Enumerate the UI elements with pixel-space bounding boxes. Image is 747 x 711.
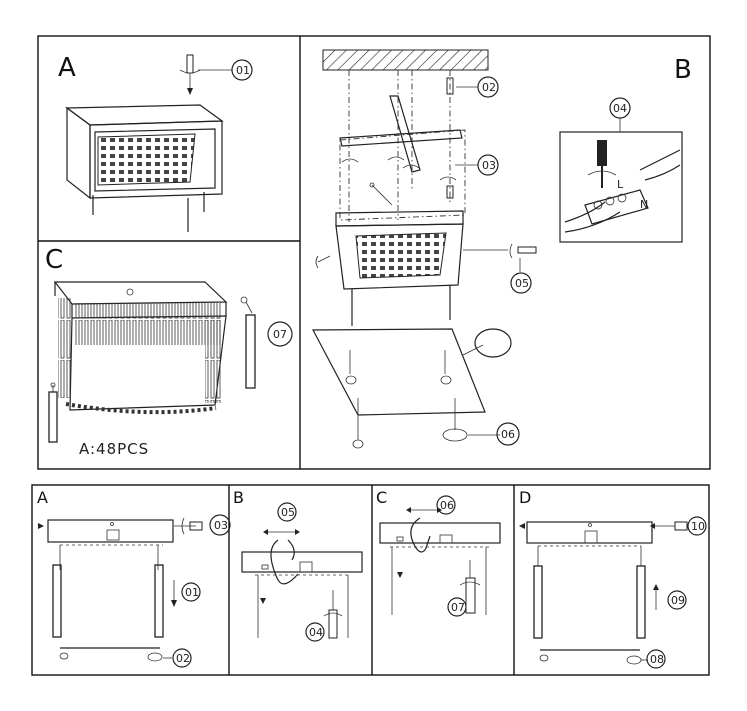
callout-06-circle [436, 495, 456, 515]
zoom-detail [474, 328, 512, 358]
step-c-callout-07: 07 [451, 601, 465, 614]
chandelier-top [53, 281, 228, 305]
ceiling-plate-front [89, 120, 223, 199]
panel-b-letter: B [674, 55, 692, 85]
callout-03-circle [477, 154, 499, 176]
crystal-rod-icon [459, 560, 481, 614]
lamp-body [526, 521, 653, 544]
terminal-label-l: L [617, 178, 624, 191]
screw-icon [341, 156, 457, 199]
callout-02: 02 [482, 81, 496, 94]
steps-section [31, 484, 710, 676]
screw-icon [179, 54, 201, 95]
step-d-letter: D [519, 488, 531, 507]
step-d: D 10 09 08 [519, 488, 707, 669]
callout-06: 06 [501, 428, 515, 441]
crystal-rod-icon [48, 382, 58, 443]
screwdriver-icon [323, 590, 343, 639]
crystal-rods-left [58, 298, 72, 398]
anchor-icon [446, 77, 454, 95]
callout-07-circle [447, 597, 467, 617]
step-c-callout-06: 06 [440, 499, 454, 512]
screwdriver-icon [587, 140, 617, 188]
step-b-callout-05: 05 [281, 506, 295, 519]
crystal-rods [75, 303, 221, 345]
lamp-plate-front [335, 223, 464, 290]
wire [410, 517, 431, 553]
callout-05-circle [277, 502, 297, 522]
wire [270, 539, 299, 585]
step-c-letter: C [376, 488, 387, 507]
mounting-bracket [389, 95, 421, 173]
top-frame [37, 35, 711, 470]
plate-perforations [94, 128, 216, 192]
callout-10-circle [687, 516, 707, 536]
mounting-rail [339, 129, 463, 147]
panel-c-letter: C [45, 245, 63, 275]
step-a: A 03 01 02 [37, 488, 231, 668]
callout-04: 04 [613, 102, 627, 115]
panel-a: A 01 [58, 53, 253, 232]
step-a-letter: A [37, 488, 48, 507]
led-grid [355, 232, 447, 279]
callout-06-circle [496, 422, 520, 446]
step-b: B 05 04 [233, 488, 363, 642]
callout-04-circle [305, 622, 325, 642]
step-d-callout-09: 09 [671, 594, 685, 607]
callout-07: 07 [273, 328, 287, 341]
callout-04-circle [609, 97, 631, 119]
callout-01-circle [231, 59, 253, 81]
steps-frame [31, 484, 710, 676]
panel-b: B 02 03 [312, 49, 692, 449]
callout-02-circle [172, 648, 192, 668]
step-d-callout-10: 10 [691, 520, 705, 533]
callout-02-circle [477, 76, 499, 98]
callout-05: 05 [515, 277, 529, 290]
callout-03-circle [209, 514, 231, 536]
crystal-ring [65, 402, 217, 415]
step-a-callout-01: 01 [185, 586, 199, 599]
step-b-letter: B [233, 488, 244, 507]
glass-panel [312, 328, 486, 416]
lamp-body [47, 519, 174, 543]
step-a-callout-03: 03 [214, 519, 228, 532]
callout-01-circle [181, 582, 201, 602]
crystal-rods-right [205, 318, 221, 403]
callout-07-circle [267, 321, 293, 347]
crystal-rod-icon [240, 296, 256, 389]
terminal-label-n: N [640, 198, 648, 211]
ceiling-hatch [322, 49, 489, 71]
panel-c: C 07 A:48PCS [45, 245, 293, 458]
ceiling-plate-left [66, 106, 91, 200]
callout-09-circle [667, 590, 687, 610]
callout-08-circle [646, 649, 666, 669]
led-grid [97, 133, 196, 186]
callout-03: 03 [482, 159, 496, 172]
crystal-quantity-label: A:48PCS [79, 440, 149, 458]
step-a-callout-02: 02 [176, 652, 190, 665]
callout-05-circle [510, 272, 532, 294]
panel-a-letter: A [58, 53, 76, 83]
step-d-callout-08: 08 [650, 653, 664, 666]
top-section [37, 35, 711, 470]
step-b-callout-04: 04 [309, 626, 323, 639]
wiring-detail-box [559, 131, 683, 243]
callout-01: 01 [236, 64, 250, 77]
step-c: C 06 07 [376, 488, 501, 617]
terminal-block-icon [564, 149, 681, 233]
